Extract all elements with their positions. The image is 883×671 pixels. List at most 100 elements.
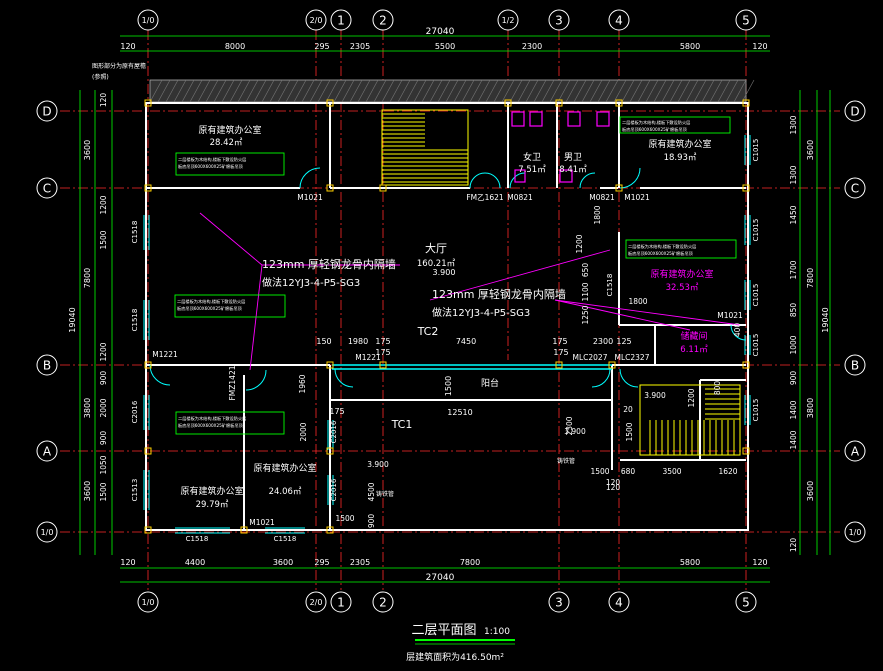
small-note: 板底吊顶600X600X25矿棉板吊顶 <box>628 250 694 257</box>
axis-bubble-right: 1/0 <box>849 528 862 537</box>
partition-spec: 做法12YJ3-4-P5-SG3 <box>432 306 530 319</box>
room-area: 160.21㎡ <box>417 259 456 269</box>
misc-dim: 2300 <box>565 416 574 435</box>
room-area: 29.79㎡ <box>196 500 229 510</box>
window-label: C1015 <box>752 284 760 307</box>
partition-note: 123mm 厚轻钢龙骨内隔墙 <box>262 257 396 271</box>
dim-right-inner: 850 <box>789 303 798 318</box>
dim-right-outer: 3600 <box>806 140 815 160</box>
misc-dim: 1200 <box>575 234 584 253</box>
balcony-dim: 175 <box>553 348 568 357</box>
room-area: 7.51㎡ <box>518 165 546 175</box>
room-name: 原有建筑办公室 <box>198 124 261 136</box>
room-name: 储藏间 <box>680 330 707 342</box>
door-label: M0821 <box>507 193 533 202</box>
dim-right-inner: 1400 <box>789 400 798 419</box>
note-frames <box>174 116 737 435</box>
dim-top: 120 <box>120 42 135 51</box>
axis-bubble-top: 1/2 <box>502 16 515 25</box>
axis-bubble-bottom: 2 <box>379 596 387 610</box>
dim-bottom: 295 <box>314 558 329 567</box>
misc-dim: 1960 <box>298 374 307 393</box>
misc-dim: 400 <box>733 323 742 338</box>
dim-left-inner: 2000 <box>99 398 108 417</box>
dim-left-inner: 1050 <box>99 455 108 474</box>
window-label: C2016 <box>330 478 338 501</box>
dim-right-inner: 1300 <box>789 115 798 134</box>
window-label: C1518 <box>131 221 139 244</box>
misc-dim: 1100 <box>581 282 590 301</box>
balcony-dim: 125 <box>616 337 631 346</box>
level-mark: 3.900 <box>564 427 586 436</box>
balcony-railing <box>332 364 612 370</box>
balcony-dim: 175 <box>329 407 344 416</box>
room-area: 8.41㎡ <box>559 165 587 175</box>
misc-dim: 1620 <box>718 467 737 476</box>
level-mark: 3.900 <box>367 460 389 469</box>
balcony-dim: 1500 <box>444 376 453 396</box>
dimension-lines <box>79 35 831 583</box>
dim-top: 120 <box>752 42 767 51</box>
door-label: M1021 <box>624 193 650 202</box>
door-label: MLC2327 <box>615 353 650 362</box>
misc-dim: 650 <box>581 263 590 278</box>
door-label: M1021 <box>297 193 323 202</box>
dim-bottom: 4400 <box>185 558 205 567</box>
dim-left-inner: 1200 <box>99 342 108 361</box>
dim-top: 2300 <box>522 42 542 51</box>
axis-bubble-left: D <box>42 105 51 119</box>
small-note: 板底吊顶600X600X25矿棉板吊顶 <box>178 163 244 170</box>
room-area: 18.93㎡ <box>664 153 697 163</box>
door-label: M1021 <box>249 518 275 527</box>
dim-left-inner: 1500 <box>99 230 108 249</box>
dim-right-outer: 7800 <box>806 268 815 288</box>
roof-eave <box>149 79 755 103</box>
small-note: 二层楼板为木结构,楼板下敷设防火层 <box>178 415 246 422</box>
dim-bottom: 120 <box>120 558 135 567</box>
window-label: C2016 <box>330 420 338 443</box>
axis-bubble-top: 3 <box>555 14 563 28</box>
dim-left-outer: 7800 <box>83 268 92 288</box>
axis-bubble-top: 4 <box>615 14 623 28</box>
drain-note: 铸铁管 <box>376 490 394 498</box>
axis-bubble-right: D <box>850 105 859 119</box>
window-label: C1015 <box>752 399 760 422</box>
balcony-dim: 175 <box>375 337 390 346</box>
misc-dim: 1200 <box>687 388 696 407</box>
dim-top: 2305 <box>350 42 370 51</box>
axis-bubble-bottom: 1/0 <box>142 598 155 607</box>
axis-bubble-left: A <box>43 445 52 459</box>
axis-bubble-left: C <box>43 182 51 196</box>
balcony-dim: 150 <box>316 337 331 346</box>
window-label: C1518 <box>131 309 139 332</box>
room-area: 28.42㎡ <box>210 138 243 148</box>
dim-right-inner: 1300 <box>789 165 798 184</box>
windows <box>143 135 751 534</box>
axis-bubble-top: 1/0 <box>142 16 155 25</box>
stairs <box>381 109 741 456</box>
dim-top-total: 27040 <box>426 27 455 37</box>
axis-bubble-top: 2 <box>379 14 387 28</box>
room-area: 24.06㎡ <box>269 487 302 497</box>
room-name: 原有建筑办公室 <box>648 138 711 150</box>
room-area: 6.11㎡ <box>680 345 708 355</box>
balcony-dim: 1980 <box>348 337 368 346</box>
dim-left-outer: 3600 <box>83 481 92 501</box>
misc-dim: 120 <box>606 478 621 487</box>
misc-dim: 800 <box>713 381 722 396</box>
axis-bubble-bottom: 1 <box>337 596 345 610</box>
dim-right-inner: 1450 <box>789 205 798 224</box>
window-label: C1513 <box>131 479 139 502</box>
dim-right-inner: 1700 <box>789 260 798 279</box>
misc-dim: 1800 <box>593 205 602 224</box>
leader-lines <box>199 212 741 371</box>
misc-dim: 2000 <box>299 422 308 441</box>
room-name: 阳台 <box>481 377 499 389</box>
room-name: 原有建筑办公室 <box>650 268 713 280</box>
room-name: 女卫 <box>523 151 541 163</box>
axis-bubble-left: 1/0 <box>41 528 54 537</box>
balcony-dim: 175 <box>375 348 390 357</box>
axis-bubble-bottom: 4 <box>615 596 623 610</box>
